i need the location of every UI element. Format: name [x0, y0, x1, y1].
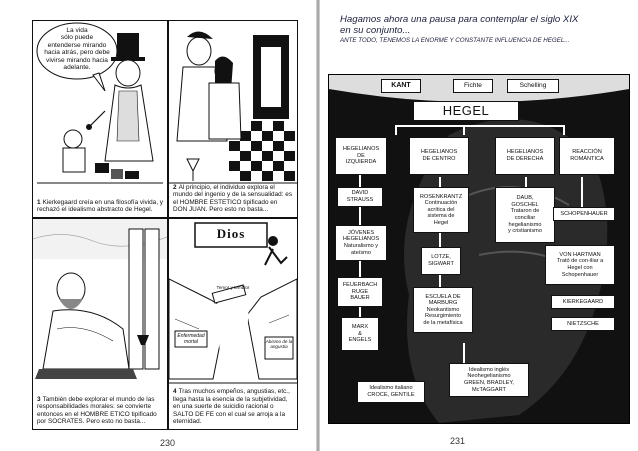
connector [359, 261, 361, 277]
connector [359, 207, 361, 225]
label-abismo: Abismo de la angustia [265, 339, 293, 350]
caption-text: Al principio, el individuo explora el mu… [173, 183, 293, 214]
right-page: Hagamos ahora una pausa para contemplar … [320, 0, 638, 451]
caption-number: 3 [37, 395, 41, 403]
label-temor: Temor y temblor [216, 285, 250, 290]
connector [563, 125, 565, 135]
box-derecha: HEGELIANOS DE DERECHA [495, 137, 555, 175]
box-rosenkrantz: ROSENKRANTZ Continuación acrítica del si… [413, 187, 469, 233]
page-number-left: 230 [160, 438, 176, 448]
left-page: La vida sólo puede entenderse mirando ha… [0, 0, 318, 451]
sign-god: Dios [216, 226, 246, 241]
box-von-hartman: VON HARTMAN Trató de con-iliar a Hegel c… [545, 245, 615, 285]
caption-number: 2 [173, 183, 177, 191]
panel-4-illustration [169, 222, 297, 384]
connector [581, 177, 583, 207]
panel-4: Dios Temor y temblor Enfermedad mortal A… [168, 218, 298, 430]
box-fichte: Fichte [453, 79, 493, 93]
caption-text: También debe explorar el mundo de las re… [37, 395, 157, 426]
connector [525, 177, 527, 187]
box-daub-goschel: DAUB, GOSCHEL Trataron de conciliar hege… [495, 187, 555, 243]
panel-1-illustration [36, 22, 163, 184]
box-hegel: HEGEL [413, 101, 519, 121]
connector [395, 125, 397, 135]
title-line-2: en su conjunto... [340, 25, 411, 36]
box-reaccion-romantica: REACCIÓN ROMÁNTICA [559, 137, 615, 175]
panel-2-illustration [169, 31, 297, 184]
connector [395, 125, 565, 127]
book-gutter [316, 0, 320, 451]
panel-3-illustration [33, 219, 167, 379]
box-feuerbach: FEUERBACH RUGE BAUER [337, 277, 383, 307]
box-schopenhauer: SCHOPENHAUER [553, 207, 615, 221]
box-marx-engels: MARX & ENGELS [341, 317, 379, 351]
speech-bubble-text: La vida sólo puede entenderse mirando ha… [44, 27, 110, 72]
box-centro: HEGELIANOS DE CENTRO [409, 137, 469, 175]
connector [463, 343, 465, 375]
connector [463, 125, 465, 135]
caption-text: Tras muchos empeños, angustias, etc., ll… [173, 388, 290, 426]
page-number-right: 231 [450, 436, 466, 446]
box-schelling: Schelling [507, 79, 559, 93]
box-kant: KANT [381, 79, 421, 93]
connector [439, 275, 441, 287]
box-izquierda: HEGELIANOS DE IZQUIERDA [335, 137, 387, 175]
caption-text: Kierkegaard creía en una filosofía vivid… [37, 198, 163, 214]
box-idealismo-ingles: Idealismo inglés Neohegelianismo GREEN, … [449, 363, 529, 397]
title-line-1: Hagamos ahora una pausa para contemplar … [340, 14, 579, 25]
hegel-influence-diagram: KANT Fichte Schelling HEGEL HEGELIANOS D… [328, 74, 630, 424]
connector [359, 175, 361, 187]
connector [359, 307, 361, 317]
panel-1: La vida sólo puede entenderse mirando ha… [32, 20, 168, 218]
label-enfermedad: Enfermedad mortal [177, 333, 205, 345]
caption-number: 4 [173, 388, 177, 396]
box-lotze-sigwart: LOTZE, SIGWART [421, 247, 461, 275]
caption-number: 1 [37, 198, 41, 206]
box-nietzsche: NIETZSCHE [551, 317, 615, 331]
page-heading: Hagamos ahora una pausa para contemplar … [340, 14, 630, 44]
box-idealismo-italiano: Idealismo italiano CROCE, GENTILE [357, 381, 425, 403]
box-kierkegaard: KIERKEGAARD [551, 295, 615, 309]
box-jovenes-hegelianos: JÓVENES HEGELIANOS Naturalismo y ateísmo [335, 225, 387, 261]
box-escuela-marburg: ESCUELA DE MARBURG Neokantismo Resurgimi… [413, 287, 473, 333]
box-strauss: DAVID STRAUSS [337, 187, 383, 207]
subtitle: ANTE TODO, TENEMOS LA ENORME Y CONSTANTE… [340, 37, 570, 44]
